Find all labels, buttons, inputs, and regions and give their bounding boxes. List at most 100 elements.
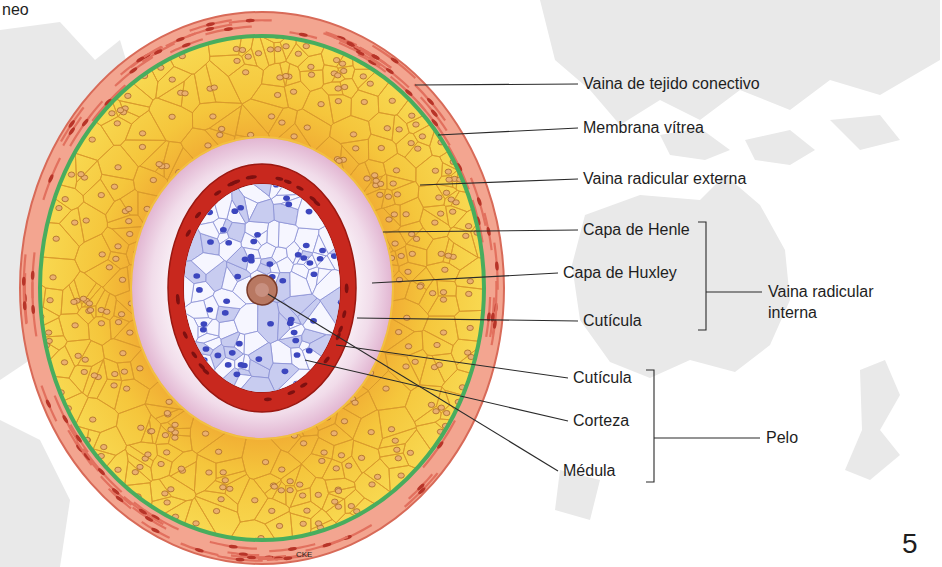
- connective-nucleus: [322, 542, 332, 548]
- sheath-cell: [32, 307, 59, 331]
- sheath-cell: [209, 55, 244, 77]
- cortex-nucleus: [201, 357, 208, 363]
- sheath-nucleus: [90, 417, 96, 422]
- sheath-nucleus: [271, 484, 277, 489]
- sheath-cell: [149, 98, 193, 143]
- cortex-nucleus: [266, 261, 273, 267]
- sheath-nucleus: [111, 383, 117, 388]
- sheath-nucleus: [61, 360, 67, 365]
- cortex-nucleus: [233, 372, 240, 378]
- sheath-nucleus: [169, 114, 175, 119]
- cuticle-nucleus: [185, 229, 192, 238]
- cortex-nucleus: [311, 271, 318, 277]
- sheath-nucleus: [405, 269, 411, 274]
- sheath-nucleus: [121, 369, 127, 374]
- cuticle-nucleus: [190, 351, 198, 360]
- connective-nucleus: [299, 32, 309, 37]
- sheath-nucleus: [445, 253, 451, 258]
- sheath-nucleus: [412, 359, 418, 364]
- sheath-cell: [225, 520, 281, 548]
- sheath-nucleus: [396, 127, 402, 132]
- sheath-cell: [397, 28, 492, 124]
- cortex-cell: [206, 319, 219, 336]
- cuticle-nucleus: [283, 179, 292, 185]
- sheath-nucleus: [45, 330, 51, 335]
- cuticle-nucleus: [296, 185, 305, 192]
- cuticle-cells: [176, 175, 349, 402]
- cortex-cell: [267, 220, 279, 247]
- cuticle-nucleus: [299, 382, 308, 389]
- sheath-cell: [302, 88, 333, 126]
- glassy-membrane: [40, 36, 484, 540]
- group-label: Pelo: [766, 428, 798, 449]
- cortex-cell: [260, 257, 276, 267]
- map-land: [845, 360, 900, 480]
- sheath-nucleus: [341, 419, 347, 424]
- part-label: Cutícula: [583, 311, 642, 332]
- connective-cells: [22, 19, 499, 562]
- sheath-cell: [117, 362, 134, 381]
- sheath-cell: [195, 496, 241, 548]
- sheath-cell: [110, 316, 130, 339]
- sheath-cell: [102, 227, 129, 254]
- group-label: Vaina radicular interna: [768, 282, 898, 324]
- sheath-nucleus: [126, 219, 132, 224]
- sheath-nucleus: [83, 218, 89, 223]
- part-label: Cutícula: [573, 368, 632, 389]
- sheath-cell: [289, 501, 321, 518]
- sheath-nucleus: [464, 350, 470, 355]
- sheath-nucleus: [463, 233, 469, 238]
- cortex-nucleus: [295, 252, 302, 258]
- cortex-cell: [277, 257, 294, 273]
- cortex-nucleus: [234, 274, 241, 280]
- connective-nucleus: [22, 277, 26, 286]
- sheath-cell: [405, 281, 427, 305]
- sheath-nucleus: [449, 209, 455, 214]
- sheath-nucleus: [415, 146, 421, 151]
- sheath-nucleus: [453, 200, 459, 205]
- sheath-nucleus: [274, 92, 280, 97]
- sheath-nucleus: [81, 369, 87, 374]
- sheath-cell: [59, 208, 84, 247]
- sheath-cell: [369, 112, 395, 140]
- cortex-nucleus: [220, 227, 227, 233]
- sheath-nucleus: [98, 192, 104, 197]
- sheath-nucleus: [145, 452, 151, 457]
- sheath-nucleus: [158, 461, 164, 466]
- sheath-cell: [261, 63, 285, 87]
- sheath-nucleus: [360, 74, 366, 79]
- sheath-nucleus: [268, 114, 274, 119]
- sheath-nucleus: [242, 70, 248, 75]
- connective-nucleus: [45, 399, 52, 409]
- sheath-nucleus: [346, 463, 352, 468]
- cuticle-nucleus: [342, 310, 347, 319]
- sheath-nucleus: [162, 433, 168, 438]
- connective-nucleus: [31, 271, 35, 280]
- sheath-nucleus: [373, 178, 379, 183]
- sheath-cell: [445, 390, 492, 435]
- sheath-nucleus: [442, 267, 448, 272]
- sheath-nucleus: [72, 323, 78, 328]
- leader-line: [336, 345, 568, 378]
- cut-off-label: neo: [2, 0, 29, 21]
- part-label: Capa de Huxley: [563, 263, 677, 284]
- sheath-nucleus: [341, 84, 347, 89]
- sheath-nucleus: [117, 108, 123, 113]
- cuticle-nucleus: [345, 285, 349, 293]
- sheath-nucleus: [172, 435, 178, 440]
- sheath-nucleus: [361, 99, 367, 104]
- cortex-nucleus: [338, 299, 345, 305]
- sheath-cell: [378, 407, 416, 439]
- cortex-nucleus: [222, 310, 229, 316]
- sheath-cell: [302, 454, 332, 478]
- sheath-nucleus: [392, 241, 398, 246]
- sheath-cell: [298, 54, 324, 72]
- cortex-nucleus: [201, 321, 208, 327]
- sheath-nucleus: [290, 89, 296, 94]
- connective-nucleus: [235, 557, 244, 561]
- sheath-cell: [427, 236, 449, 265]
- cortex-nucleus: [293, 381, 300, 387]
- cortex-cell: [271, 340, 292, 364]
- sheath-cell: [328, 487, 355, 499]
- sheath-cell: [65, 339, 91, 366]
